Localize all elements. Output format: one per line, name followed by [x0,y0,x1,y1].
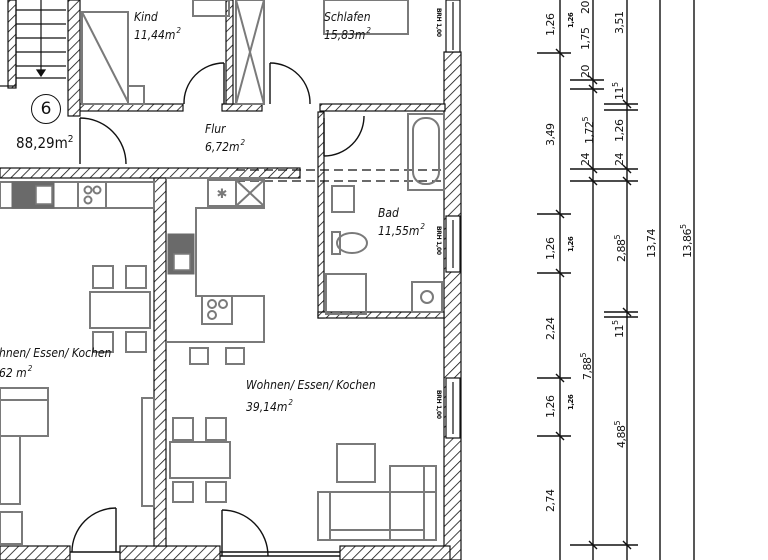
room-name: Kind [134,10,158,24]
dimension-value: 4,88 [615,425,628,449]
room-name: hnen/ Essen/ Kochen [0,346,112,360]
dimension-label: 20 [579,1,592,14]
dimension-value: 1,26 [544,395,557,419]
dimension-superscript: 5 [613,420,622,426]
dimension-value: 13,74 [645,229,658,258]
room-label-wohnen-left: hnen/ Essen/ Kochen 62 m2 [0,346,111,380]
dimension-label: 2,885 [612,234,628,263]
beam-dashed-line [236,169,444,182]
window-label: BRH 1,00 [435,390,442,419]
dimension-value: 1,75 [579,27,592,51]
dimension-value: 2,88 [615,239,628,263]
dimension-total-outer: 13,865 [678,224,694,258]
apartment-number: 6 [40,99,52,119]
apartment-total-area: 88,29m2 [16,134,74,152]
dimension-label: 2,74 [544,489,557,513]
dimension-superscript: 5 [611,82,620,87]
window-label: BRH 1,00 [435,226,442,255]
area-exponent: 2 [67,134,74,145]
dimension-superscript: 5 [613,234,622,240]
room-area-value: 62 m [0,366,27,380]
dimension-value: 20 [579,1,592,14]
dimension-value: 2,74 [544,489,557,513]
room-area: 62 m2 [0,362,111,380]
dimension-superscript: 5 [581,116,590,122]
dimension-value: 1,26 [544,13,557,37]
room-label-wohnen: Wohnen/ Essen/ Kochen 39,14m2 [246,378,376,414]
dimension-value: 24 [613,153,626,166]
dimension-label: 115 [610,82,626,100]
room-name: Schlafen [324,10,371,24]
dimension-label: 24 [613,153,626,166]
dimension-label: 1,26 [544,13,557,37]
room-label-bad: Bad 11,55m2 [378,206,425,238]
area-exponent: 2 [27,364,33,373]
room-name: Bad [378,206,399,220]
dimension-total-inner: 13,74 [645,229,658,258]
dimension-label: 2,24 [544,317,557,341]
dimension-value: 3,51 [613,11,626,35]
room-label-schlafen: Schlafen 15,83m2 [324,10,371,42]
dimension-sublabel: 1,26 [567,12,575,28]
room-area: 11,55m2 [378,220,425,238]
dimension-value: 11 [613,87,626,100]
dimension-value: 20 [579,65,592,78]
dimension-superscript: 5 [679,224,688,229]
apartment-area-value: 88,29m [16,134,68,152]
area-exponent: 2 [420,222,425,231]
apartment-number-badge: 6 [31,94,61,124]
room-label-kind: Kind 11,44m2 [134,10,181,42]
room-name: Wohnen/ Essen/ Kochen [246,378,376,392]
dimension-label: 4,885 [612,420,628,449]
dimension-value: 7,88 [581,357,594,381]
dimension-value: 1,72 [583,121,596,145]
dimension-value: 3,49 [544,123,557,147]
dimension-label: 115 [610,320,626,338]
dimension-label: 1,26 [613,119,626,143]
windows [445,0,461,439]
dimension-label: 1,75 [579,27,592,51]
stairs [0,0,66,87]
dimension-value: 1,26 [613,119,626,143]
svg-text:✱: ✱ [217,187,228,202]
room-label-flur: Flur 6,72m2 [205,122,245,154]
dimension-label: 3,51 [613,11,626,35]
dimension-value: 1,26 [544,237,557,261]
dimension-sublabel: 1,26 [567,394,575,410]
area-exponent: 2 [240,138,246,147]
area-exponent: 2 [366,26,371,35]
room-area-value: 6,72m [205,140,240,154]
dimension-superscript: 5 [579,352,588,358]
dimension-ticks [555,48,632,550]
dimension-value: 24 [579,153,592,166]
dimension-sublabel: 1,26 [567,236,575,252]
dimension-label: 7,885 [578,352,594,381]
room-name: Flur [205,122,226,136]
dimension-value: 13,86 [681,229,694,258]
area-exponent: 2 [176,26,181,35]
room-area: 39,14m2 [246,396,376,414]
room-area: 11,44m2 [134,24,181,42]
doors [70,62,365,557]
furniture [0,0,445,545]
room-area-value: 15,83m [324,28,366,42]
room-area-value: 11,44m [134,28,176,42]
dimension-superscript: 5 [611,320,620,325]
room-area: 6,72m2 [205,136,245,154]
dimension-value: 11 [613,325,626,338]
room-area-value: 39,14m [246,400,288,414]
window-label: BRH 1,00 [435,8,442,37]
dimension-label: 1,725 [580,116,596,145]
area-exponent: 2 [288,398,293,407]
dimension-label: 20 [579,65,592,78]
room-area: 15,83m2 [324,24,371,42]
room-area-value: 11,55m [378,224,420,238]
dimension-label: 1,26 [544,395,557,419]
dimension-label: 3,49 [544,123,557,147]
dimension-value: 2,24 [544,317,557,341]
dimension-lines [537,0,695,560]
dimension-label: 24 [579,153,592,166]
dimension-label: 1,26 [544,237,557,261]
